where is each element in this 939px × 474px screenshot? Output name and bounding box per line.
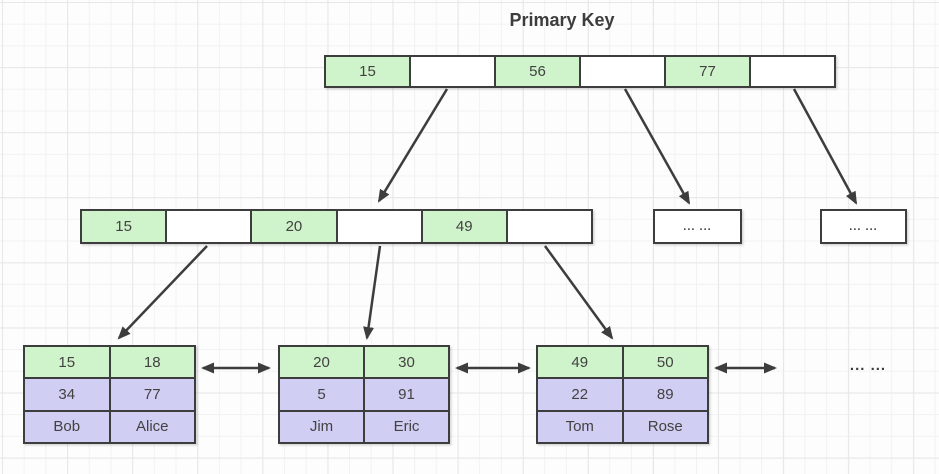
internal-key-cell: 15 [82,211,168,242]
internal-pointer-cell [167,211,253,242]
leaf-data-cell: Rose [623,411,707,442]
arrow-root-to-overflow-1 [623,88,691,205]
internal-pointer-cell [507,211,592,242]
leaf-key-cell: 30 [365,347,448,378]
leaf-key-row: 20 30 [280,347,448,378]
leaf-data-row: 22 89 [538,377,707,410]
leaf-data-cell: Jim [280,411,365,442]
leaf-data-cell: Eric [365,411,448,442]
more-leaves-ellipsis: ... ... [849,357,887,374]
leaf-data-row: 34 77 [25,377,194,410]
leaf-data-cell: 34 [25,379,111,410]
diagram-title: Primary Key [509,10,615,30]
arrow-internal-to-leaf-3 [543,245,614,340]
leaf-data-cell: 91 [365,379,448,410]
leaf-key-cell: 15 [25,347,111,378]
leaf-key-cell: 18 [110,347,194,378]
root-index-node: 15 56 77 [324,55,836,88]
root-pointer-cell [411,57,496,86]
leaf-data-cell: Bob [25,411,111,442]
arrow-internal-to-leaf-1 [117,245,208,340]
internal-pointer-cell [337,211,423,242]
root-key-cell: 77 [666,57,751,86]
arrow-internal-to-leaf-2 [363,245,382,340]
leaf-data-row: 5 91 [280,377,448,410]
leaf-data-cell: 22 [538,379,624,410]
leaf-data-cell: Tom [538,411,624,442]
overflow-node-box: ... ... [653,209,742,244]
leaf-data-cell: 77 [110,379,194,410]
overflow-node-box: ... ... [820,209,907,244]
arrow-root-to-internal [377,88,449,203]
root-key-cell: 15 [326,57,411,86]
leaf-key-cell: 20 [280,347,365,378]
internal-key-cell: 20 [252,211,338,242]
leaf-data-row: Jim Eric [280,409,448,442]
leaf-key-cell: 49 [538,347,624,378]
leaf-key-row: 49 50 [538,347,707,378]
leaf-data-cell: 89 [623,379,707,410]
root-pointer-cell [581,57,666,86]
leaf-data-row: Tom Rose [538,409,707,442]
leaf-node: 49 50 22 89 Tom Rose [536,345,709,444]
root-pointer-cell [751,57,834,86]
leaf-data-cell: 5 [280,379,365,410]
leaf-node: 15 18 34 77 Bob Alice [23,345,196,444]
root-key-cell: 56 [496,57,581,86]
leaf-data-cell: Alice [110,411,194,442]
arrow-root-to-overflow-2 [792,88,858,205]
leaf-node: 20 30 5 91 Jim Eric [278,345,450,444]
internal-index-node: 15 20 49 [80,209,593,244]
internal-key-cell: 49 [422,211,508,242]
leaf-data-row: Bob Alice [25,409,194,442]
leaf-key-row: 15 18 [25,347,194,378]
leaf-key-cell: 50 [623,347,707,378]
